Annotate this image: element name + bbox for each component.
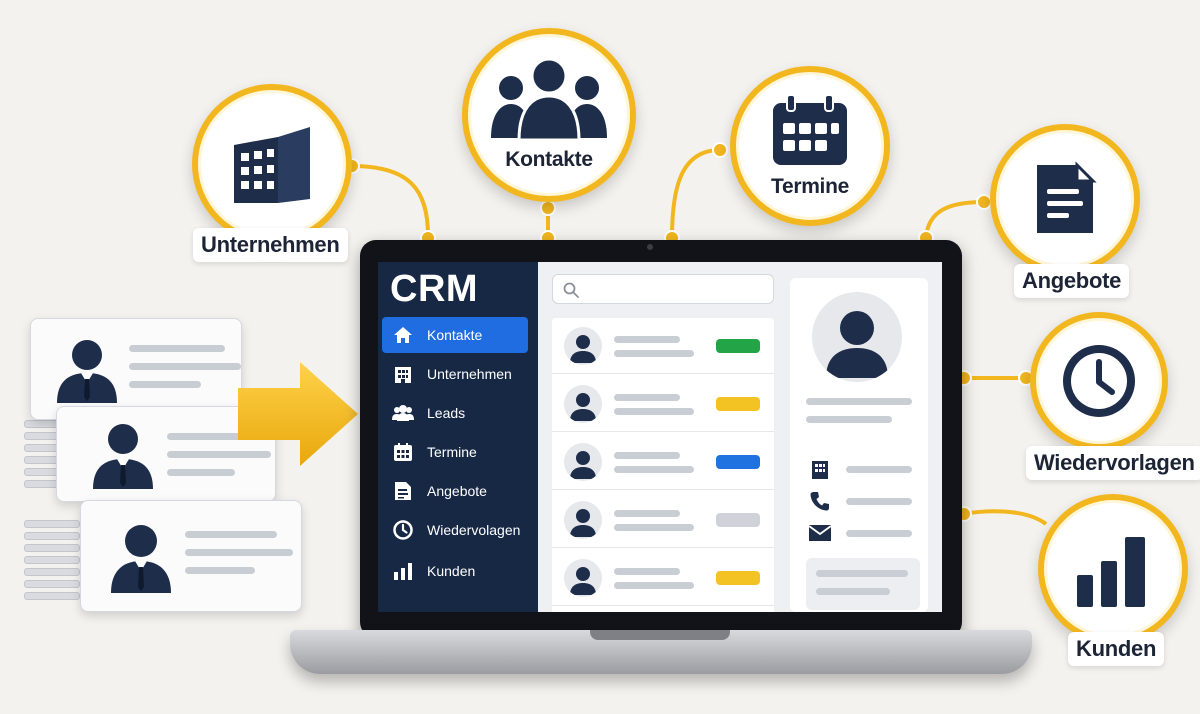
list-item[interactable] xyxy=(552,376,774,432)
placeholder-line xyxy=(614,408,694,415)
status-badge xyxy=(716,339,760,353)
app-title: CRM xyxy=(390,268,479,310)
contact-list xyxy=(552,318,774,612)
person-icon xyxy=(564,385,602,423)
status-badge xyxy=(716,571,760,585)
person-icon xyxy=(564,443,602,481)
clock-icon xyxy=(1058,340,1140,422)
feature-label-termine: Termine xyxy=(770,175,850,198)
list-item[interactable] xyxy=(552,550,774,606)
feature-label-wiedervorlagen: Wiedervorlagen xyxy=(1026,446,1200,480)
document-icon xyxy=(1033,161,1097,237)
feature-circle-wiedervorlagen xyxy=(1030,312,1168,450)
feature-circle-termine: Termine xyxy=(730,66,890,226)
status-badge xyxy=(716,455,760,469)
contact-card xyxy=(80,500,302,612)
bar-chart-icon xyxy=(392,560,414,582)
person-icon xyxy=(57,340,117,403)
sidebar-item-kunden[interactable]: Kunden xyxy=(382,553,528,589)
sidebar-item-label: Unternehmen xyxy=(427,366,512,382)
notes-box xyxy=(806,558,920,610)
person-icon xyxy=(564,327,602,365)
status-badge xyxy=(716,397,760,411)
arrow-right-icon xyxy=(238,362,358,466)
feature-label-angebote: Angebote xyxy=(1014,264,1130,298)
bar-chart-icon xyxy=(1073,529,1153,609)
building-icon xyxy=(392,363,414,385)
search-icon xyxy=(563,282,579,298)
feature-label-unternehmen: Unternehmen xyxy=(193,228,348,262)
feature-circle-kontakte: Kontakte xyxy=(462,28,636,202)
sidebar-item-wiedervolagen[interactable]: Wiedervolagen xyxy=(382,512,528,548)
clock-icon xyxy=(392,519,414,541)
placeholder-line xyxy=(614,568,680,575)
sidebar-item-unternehmen[interactable]: Unternehmen xyxy=(382,356,528,392)
feature-circle-kunden xyxy=(1038,494,1188,644)
crm-screen: CRM Kontakte Unternehmen Leads Termine xyxy=(378,262,942,612)
contact-card xyxy=(30,318,242,420)
person-icon xyxy=(826,311,888,378)
sidebar-item-label: Angebote xyxy=(427,483,487,499)
sidebar-item-label: Termine xyxy=(427,444,477,460)
sidebar-item-label: Kunden xyxy=(427,563,476,579)
feature-label-kunden: Kunden xyxy=(1068,632,1165,666)
list-item[interactable] xyxy=(552,318,774,374)
building-icon xyxy=(230,123,314,205)
placeholder-line xyxy=(614,524,694,531)
contact-detail-panel xyxy=(790,278,928,612)
placeholder-line xyxy=(614,452,680,459)
calendar-icon xyxy=(392,441,414,463)
crm-sidebar: CRM Kontakte Unternehmen Leads Termine xyxy=(378,262,538,612)
mail-icon xyxy=(808,522,832,544)
sidebar-item-angebote[interactable]: Angebote xyxy=(382,473,528,509)
status-badge xyxy=(716,513,760,527)
feature-circle-unternehmen xyxy=(192,84,352,244)
document-icon xyxy=(392,480,414,502)
list-item[interactable] xyxy=(552,434,774,490)
list-item[interactable] xyxy=(552,492,774,548)
placeholder-line xyxy=(614,350,694,357)
sidebar-item-kontakte[interactable]: Kontakte xyxy=(382,317,528,353)
search-input[interactable] xyxy=(552,274,774,304)
sidebar-item-label: Kontakte xyxy=(427,327,483,343)
feature-circle-angebote xyxy=(990,124,1140,274)
person-icon xyxy=(111,525,171,593)
placeholder-line xyxy=(614,582,694,589)
calendar-icon xyxy=(769,93,851,169)
sidebar-item-label: Wiedervolagen xyxy=(427,522,521,538)
people-group-icon xyxy=(489,58,609,142)
placeholder-line xyxy=(614,394,680,401)
feature-label-kontakte: Kontakte xyxy=(505,148,593,171)
sidebar-item-label: Leads xyxy=(427,405,466,421)
home-icon xyxy=(392,324,414,346)
avatar xyxy=(812,292,902,382)
placeholder-line xyxy=(614,466,694,473)
person-icon xyxy=(93,424,153,489)
placeholder-line xyxy=(614,510,680,517)
building-icon xyxy=(808,458,832,480)
person-icon xyxy=(564,559,602,597)
laptop-camera xyxy=(647,244,653,250)
placeholder-line xyxy=(614,336,680,343)
phone-icon xyxy=(808,490,832,512)
sidebar-item-leads[interactable]: Leads xyxy=(382,395,528,431)
person-icon xyxy=(564,501,602,539)
sidebar-item-termine[interactable]: Termine xyxy=(382,434,528,470)
people-icon xyxy=(392,402,414,424)
laptop-notch xyxy=(590,630,730,640)
